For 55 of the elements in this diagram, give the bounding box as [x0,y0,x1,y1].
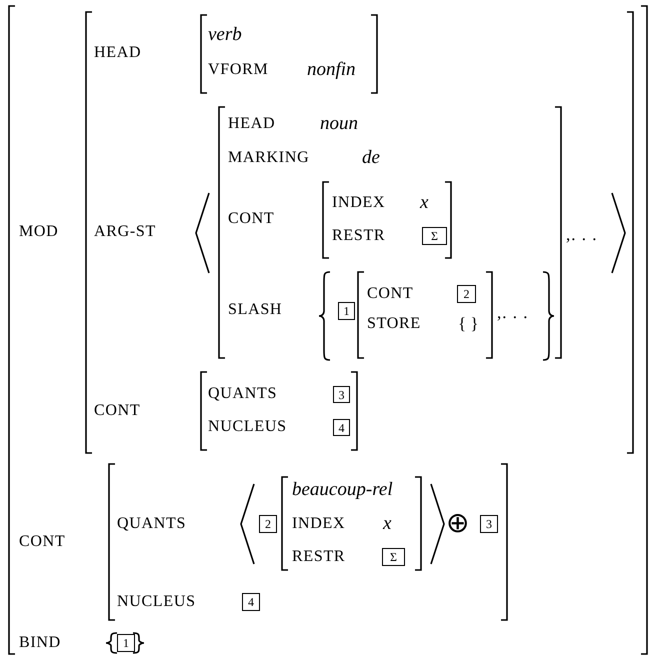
feature-name: MARKING [228,148,310,168]
feature-value: de [362,148,380,168]
feature-name: VFORM [208,60,268,80]
structure-tag: 2 [457,285,476,303]
set-braces [105,633,145,653]
structure-tag: 2 [259,515,277,533]
structure-tag: 4 [242,593,260,611]
feature-name: CONT [228,209,274,229]
ellipsis: ,. . . [497,303,528,323]
feature-name: NUCLEUS [117,592,196,612]
feature-name: CONT [19,532,66,552]
structure-tag: 1 [338,302,355,320]
feature-name: RESTR [332,226,386,246]
feature-matrix [85,12,634,453]
feature-matrix [108,464,508,620]
set-braces [318,272,555,360]
feature-name: SLASH [228,300,282,320]
structure-tag: Σ [422,227,447,245]
structure-tag: Σ [382,548,405,566]
feature-name: HEAD [94,43,142,63]
feature-name: ARG-ST [94,222,156,242]
feature-name: CONT [94,401,140,421]
feature-matrix [322,182,452,258]
feature-matrix [357,272,493,358]
feature-name: QUANTS [208,384,278,404]
append-operator: ⊕ [446,514,469,534]
feature-value: noun [320,114,358,134]
feature-name: RESTR [292,547,346,567]
feature-value: nonfin [307,60,356,80]
ellipsis: ,. . . [566,225,598,245]
list-brackets [195,105,626,360]
structure-tag: 3 [480,515,498,533]
feature-name: STORE [367,314,421,334]
feature-name: BIND [19,633,61,653]
feature-matrix [200,372,358,450]
feature-name: INDEX [332,193,386,213]
structure-tag: 3 [333,386,350,403]
feature-name: HEAD [228,114,276,134]
structure-tag: 1 [117,634,135,652]
feature-value: beaucoup-rel [292,480,393,500]
feature-matrix [200,15,378,93]
feature-name: NUCLEUS [208,417,287,437]
feature-name: INDEX [292,514,346,534]
empty-set: { } [458,314,479,334]
feature-matrix [281,477,422,570]
feature-matrix [218,107,562,358]
feature-name: MOD [19,222,58,242]
list-brackets [240,477,445,571]
structure-tag: 4 [333,419,350,436]
feature-value: verb [208,25,242,45]
feature-name: CONT [367,284,414,304]
feature-name: QUANTS [117,514,186,534]
feature-value: x [383,514,392,534]
feature-value: x [420,193,428,213]
feature-matrix [8,6,648,654]
